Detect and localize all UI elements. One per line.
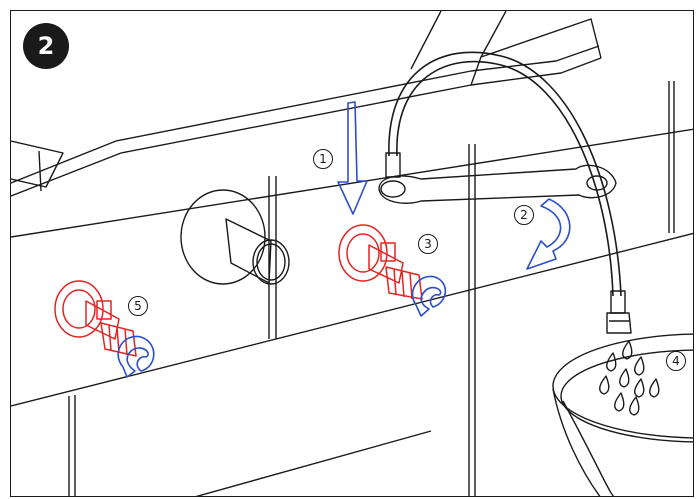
diagram-frame: 2 1 2 3 4 5 [10,10,694,497]
hose [385,51,632,334]
step-number-badge: 2 [23,23,69,69]
turn-arrow-valve-left [117,335,155,378]
down-arrow [337,101,368,215]
angle-valve-right [338,224,423,300]
turn-arrow-valve-right [411,275,447,317]
callout-3: 3 [418,234,438,254]
wall-outlet [180,189,290,285]
wrench [378,164,617,204]
callout-4: 4 [666,351,686,371]
bucket [552,333,693,496]
bathtub-edge [11,11,602,197]
callout-1: 1 [313,149,333,169]
callout-2: 2 [514,205,534,225]
callout-5: 5 [128,296,148,316]
water-drops [599,340,660,416]
angle-valve-left [54,280,137,357]
installation-illustration [11,11,693,496]
turn-arrow-wrench [526,198,571,270]
wall-tiles [11,81,693,496]
